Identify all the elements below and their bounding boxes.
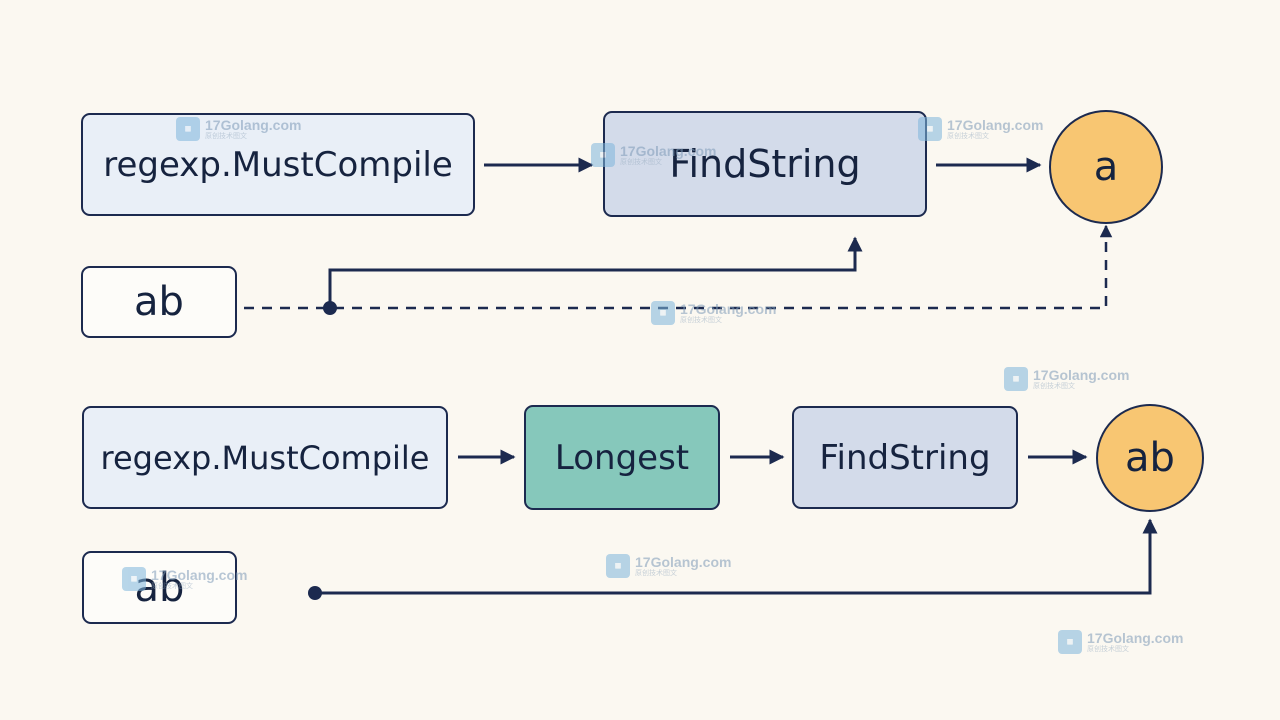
regexp-mustcompile-label-top: regexp.MustCompile <box>103 144 453 185</box>
result-label-top: a <box>1093 144 1119 190</box>
dashed-input-to-result-top <box>244 224 1113 310</box>
junction-dot-bottom <box>308 586 322 600</box>
input-box-bottom: ab <box>82 551 237 624</box>
regexp-mustcompile-box-bottom: regexp.MustCompile <box>82 406 448 509</box>
input-label-bottom: ab <box>134 564 185 611</box>
input-label-top: ab <box>134 279 184 325</box>
result-circle-top: a <box>1049 110 1163 224</box>
findstring-label-top: FindString <box>669 142 861 186</box>
branch-input-to-findstring-top <box>328 236 863 308</box>
junction-dot-top <box>323 301 337 315</box>
input-box-top: ab <box>81 266 237 338</box>
findstring-label-bottom: FindString <box>819 437 991 478</box>
longest-box: Longest <box>524 405 720 510</box>
longest-label: Longest <box>554 437 690 478</box>
result-circle-bottom: ab <box>1096 404 1204 512</box>
findstring-box-bottom: FindString <box>792 406 1018 509</box>
line-input-to-result-bottom <box>315 518 1158 595</box>
findstring-box-top: FindString <box>603 111 927 217</box>
regexp-mustcompile-box-top: regexp.MustCompile <box>81 113 475 216</box>
regexp-mustcompile-label-bottom: regexp.MustCompile <box>100 438 430 477</box>
result-label-bottom: ab <box>1125 435 1175 481</box>
